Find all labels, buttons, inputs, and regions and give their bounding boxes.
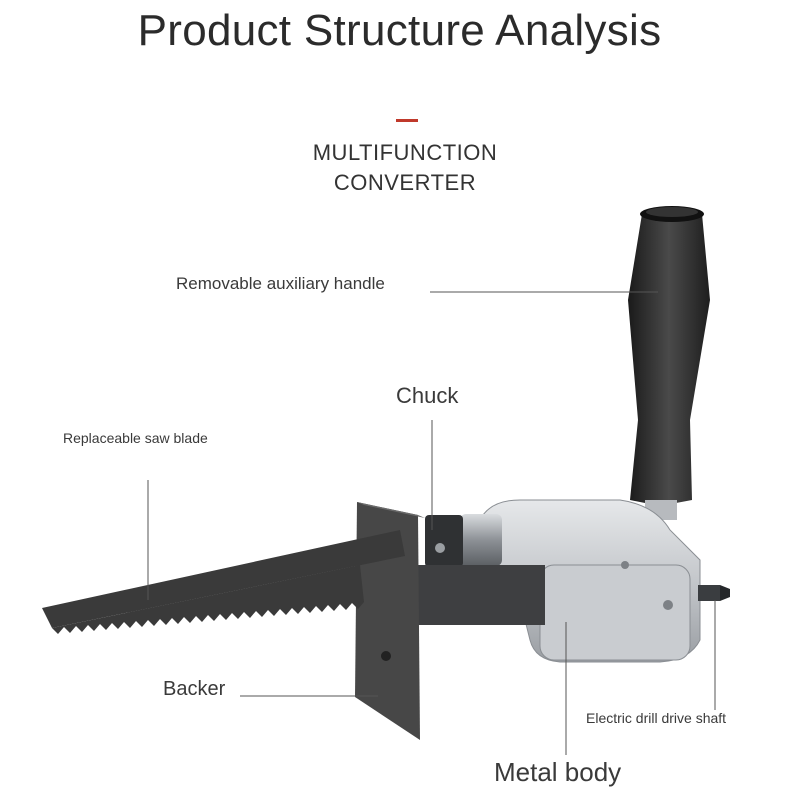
saw-blade: [42, 530, 405, 634]
page-title: Product Structure Analysis: [137, 6, 662, 55]
product-subtitle: MULTIFUNCTION CONVERTER: [312, 140, 498, 195]
chuck: [425, 514, 502, 567]
label-metal-body: Metal body: [494, 757, 622, 787]
drive-shaft: [698, 585, 730, 601]
label-drive-shaft: Electric drill drive shaft: [586, 710, 727, 726]
accent-divider: [396, 119, 418, 122]
label-auxiliary-handle: Removable auxiliary handle: [176, 274, 385, 293]
label-saw-blade: Replaceable saw blade: [63, 430, 208, 446]
auxiliary-handle: [628, 206, 710, 520]
plunger-bar: [395, 565, 545, 625]
label-backer: Backer: [163, 678, 226, 700]
label-chuck: Chuck: [396, 383, 459, 408]
